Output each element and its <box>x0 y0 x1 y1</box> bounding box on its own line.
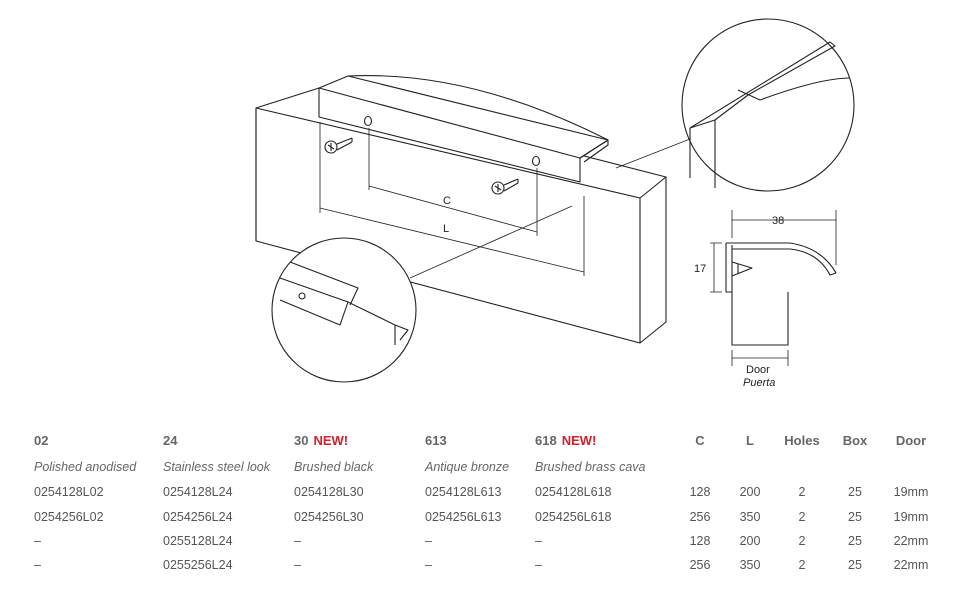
table-cell: 0254256L02 <box>34 510 104 524</box>
table-cell: 2 <box>798 558 806 572</box>
door-label: Door <box>746 364 770 376</box>
finish-code: 613 <box>425 433 447 448</box>
table-cell: 25 <box>848 534 862 548</box>
table-cell: – <box>425 534 432 548</box>
table-cell: 350 <box>739 510 761 524</box>
table-cell: – <box>535 558 542 572</box>
table-cell: 25 <box>848 510 862 524</box>
table-cell: – <box>34 558 41 572</box>
table-cell: 0255256L24 <box>163 558 233 572</box>
table-cell: – <box>294 534 301 548</box>
table-cell: 0254128L613 <box>425 485 502 499</box>
finish-code: 24 <box>163 433 178 448</box>
door-label-es: Puerta <box>743 377 775 389</box>
table-cell: 200 <box>739 485 761 499</box>
profile-section <box>710 210 837 366</box>
finish-code: 02 <box>34 433 49 448</box>
new-badge: NEW! <box>561 433 597 448</box>
table-cell: – <box>34 534 41 548</box>
table-cell: 0254128L02 <box>34 485 104 499</box>
handle-profile <box>318 75 609 183</box>
table-cell: 2 <box>798 485 806 499</box>
dimension-lines <box>319 122 585 276</box>
table-cell: 25 <box>848 558 862 572</box>
table-cell: 128 <box>689 485 711 499</box>
detail-circle-top <box>681 18 855 192</box>
table-cell: 2 <box>798 510 806 524</box>
col-header-door: Door <box>895 433 927 448</box>
table-cell: – <box>535 534 542 548</box>
finish-name: Stainless steel look <box>163 460 271 474</box>
table-cell: 22mm <box>893 534 929 548</box>
col-header-c: C <box>695 433 705 448</box>
dim-width: 38 <box>772 215 784 227</box>
table-cell: 25 <box>848 485 862 499</box>
table-cell: 19mm <box>893 510 929 524</box>
screw-icon <box>324 137 353 154</box>
screw-icon <box>491 178 519 195</box>
table-cell: 0255128L24 <box>163 534 233 548</box>
table-cell: 0254128L618 <box>535 485 612 499</box>
label-c: C <box>443 195 451 207</box>
finish-name: Brushed black <box>294 460 374 474</box>
technical-drawing: C L 38 17 Door Puerta <box>255 18 855 389</box>
table-cell: 256 <box>689 510 711 524</box>
table-cell: 2 <box>798 534 806 548</box>
col-header-holes: Holes <box>784 433 820 448</box>
table-cell: 0254128L30 <box>294 485 364 499</box>
table-cell: 0254128L24 <box>163 485 233 499</box>
col-header-l: L <box>746 433 754 448</box>
table-cell: – <box>294 558 301 572</box>
table-cell: 350 <box>739 558 761 572</box>
table-cell: 128 <box>689 534 711 548</box>
table-cell: 0254256L30 <box>294 510 364 524</box>
label-l: L <box>443 223 449 235</box>
table-cell: 0254256L24 <box>163 510 233 524</box>
table-cell: 0254256L613 <box>425 510 502 524</box>
table-cell: 22mm <box>893 558 929 572</box>
table-cell: 0254256L618 <box>535 510 612 524</box>
finish-name: Polished anodised <box>34 460 137 474</box>
finish-name: Brushed brass cava <box>535 460 646 474</box>
table-cell: 19mm <box>893 485 929 499</box>
finish-name: Antique bronze <box>425 460 510 474</box>
table-cell: 200 <box>739 534 761 548</box>
table-cell: – <box>425 558 432 572</box>
new-badge: NEW! <box>313 433 349 448</box>
detail-circle-bottom <box>271 237 417 383</box>
col-header-box: Box <box>842 433 868 448</box>
table-cell: 256 <box>689 558 711 572</box>
dim-height: 17 <box>694 263 706 275</box>
